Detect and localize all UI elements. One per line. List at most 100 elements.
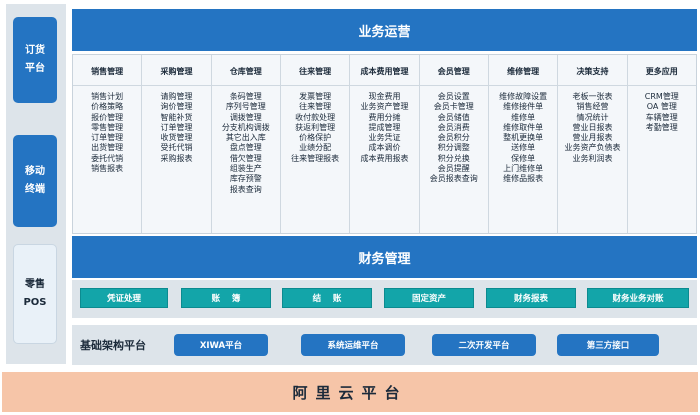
module-item[interactable]: 营业月报表 [572, 133, 613, 143]
module-item[interactable]: 请购管理 [160, 92, 193, 101]
module-item[interactable]: 送修单 [511, 143, 536, 153]
module-item[interactable]: 维修取件单 [503, 122, 544, 132]
infra-button-xiwa[interactable]: XIWA平台 [174, 334, 268, 356]
module-item[interactable]: OA 管理 [646, 102, 677, 112]
module-item[interactable]: 价格策略 [91, 102, 124, 112]
infra-button-dev-label: 二次开发平台 [458, 341, 510, 351]
module-item[interactable]: 成本费用报表 [360, 153, 409, 163]
infra-button-ops[interactable]: 系统运维平台 [301, 334, 405, 356]
tile-ordering-platform[interactable]: 订货 平台 [13, 17, 57, 103]
finance-button-fixed-assets-label: 固定资产 [411, 294, 446, 304]
module-item[interactable]: 费用分摊 [368, 112, 401, 122]
module-item[interactable]: 发票管理 [299, 92, 332, 101]
module-item[interactable]: 会员卡管理 [433, 102, 474, 112]
module-item[interactable]: 其它出入库 [225, 133, 266, 143]
cloud-platform-bar: 阿里云平台 [2, 372, 698, 412]
module-item[interactable]: 收货管理 [160, 133, 193, 143]
module-item[interactable]: 成本调价 [368, 143, 401, 153]
finance-button-reports[interactable]: 财务报表 [486, 288, 576, 308]
module-item[interactable]: 考勤管理 [645, 122, 678, 132]
module-title: 会员管理 [419, 55, 488, 86]
tile-retail-pos[interactable]: 零售 POS [13, 244, 57, 344]
module-item[interactable]: 老板一张表 [572, 92, 613, 101]
module-item[interactable]: 询价管理 [160, 102, 193, 112]
module-item[interactable]: 业务资产管理 [360, 102, 409, 112]
module-item[interactable]: 维修接件单 [503, 102, 544, 112]
module-item[interactable]: 销售经营 [576, 102, 609, 112]
module-item[interactable]: 保修单 [511, 153, 536, 163]
module-item[interactable]: 报价管理 [91, 112, 124, 122]
module-item[interactable]: 会员消费 [437, 122, 470, 132]
tile-mobile-terminal[interactable]: 移动 终端 [13, 135, 57, 227]
module-item[interactable]: 库存预警 [229, 174, 262, 184]
module-item[interactable]: 会员积分 [437, 133, 470, 143]
module-item[interactable]: 业务利润表 [572, 153, 613, 163]
module-item[interactable]: 分支机构调拨 [221, 122, 270, 132]
finance-header: 财务管理 [72, 236, 697, 278]
finance-button-fixed-assets[interactable]: 固定资产 [384, 288, 474, 308]
finance-button-voucher-label: 凭证处理 [106, 294, 141, 304]
finance-row: 凭证处理 账 簿 结 账 固定资产 财务报表 财务业务对账 [72, 280, 697, 318]
infra-button-dev[interactable]: 二次开发平台 [432, 334, 536, 356]
module-item[interactable]: 会员储值 [437, 112, 470, 122]
module-item[interactable]: 业绩分配 [299, 143, 332, 153]
module-item[interactable]: 价格保护 [299, 133, 332, 143]
module-item[interactable]: 积分兑换 [437, 153, 470, 163]
module-item[interactable]: 营业日报表 [572, 122, 613, 132]
module-item[interactable]: 情况统计 [576, 112, 609, 122]
module-item[interactable]: 维修故障设置 [499, 92, 548, 101]
tile-retail-pos-label: 零售 POS [23, 279, 47, 308]
module-warehouse: 仓库管理条码管理序列号管理调拨管理分支机构调拨其它出入库盘点管理借欠管理组装生产… [211, 55, 281, 233]
module-item[interactable]: 会员报表查询 [429, 174, 478, 184]
module-item[interactable]: CRM管理 [644, 92, 679, 101]
module-item[interactable]: 销售计划 [91, 92, 124, 101]
module-item[interactable]: 组装生产 [229, 164, 262, 174]
module-item[interactable]: 智能补货 [160, 112, 193, 122]
module-item[interactable]: 车辆管理 [645, 112, 678, 122]
module-item[interactable]: 调拨管理 [229, 112, 262, 122]
module-item[interactable]: 积分调整 [437, 143, 470, 153]
module-item[interactable]: 采购报表 [160, 153, 193, 163]
module-item[interactable]: 订单管理 [160, 122, 193, 132]
finance-title: 财务管理 [358, 251, 411, 267]
finance-button-voucher[interactable]: 凭证处理 [80, 288, 168, 308]
module-item[interactable]: 收付款处理 [295, 112, 336, 122]
module-item[interactable]: 订单管理 [91, 133, 124, 143]
module-item[interactable]: 维修品报表 [503, 174, 544, 184]
module-title: 仓库管理 [211, 55, 280, 86]
module-item[interactable]: 会员提醒 [437, 164, 470, 174]
cloud-platform-label: 阿里云平台 [292, 383, 408, 402]
module-item[interactable]: 销售报表 [91, 164, 124, 174]
module-title: 成本费用管理 [350, 55, 419, 86]
module-item[interactable]: 条码管理 [229, 92, 262, 101]
module-item[interactable]: 维修单 [511, 112, 536, 122]
module-item[interactable]: 会员设置 [437, 92, 470, 101]
module-item[interactable]: 往来管理报表 [291, 153, 340, 163]
module-item[interactable]: 序列号管理 [225, 102, 266, 112]
finance-button-ledger[interactable]: 账 簿 [181, 288, 271, 308]
module-item[interactable]: 往来管理 [299, 102, 332, 112]
finance-button-reconciliation[interactable]: 财务业务对账 [587, 288, 689, 308]
module-item[interactable]: 借欠管理 [229, 153, 262, 163]
infrastructure-label: 基础架构平台 [80, 339, 146, 352]
module-item[interactable]: 出货管理 [91, 143, 124, 153]
module-item[interactable]: 零售管理 [91, 122, 124, 132]
finance-button-closing[interactable]: 结 账 [282, 288, 372, 308]
module-item[interactable]: 业务资产负债表 [564, 143, 621, 153]
finance-button-reconciliation-label: 财务业务对账 [612, 294, 664, 304]
finance-button-closing-label: 结 账 [312, 294, 342, 304]
module-item[interactable]: 整机更换单 [503, 133, 544, 143]
module-item[interactable]: 盘点管理 [229, 143, 262, 153]
module-repair: 维修管理维修故障设置维修接件单维修单维修取件单整机更换单送修单保修单上门维修单维… [488, 55, 559, 233]
module-item[interactable]: 委托代销 [91, 153, 124, 163]
module-item[interactable]: 获返利管理 [295, 122, 336, 132]
module-item[interactable]: 报表查询 [229, 184, 262, 194]
module-item[interactable]: 提成管理 [368, 122, 401, 132]
module-item[interactable]: 上门维修单 [503, 164, 544, 174]
module-item[interactable]: 业务凭证 [368, 133, 401, 143]
module-item[interactable]: 受托代销 [160, 143, 193, 153]
module-title: 往来管理 [280, 55, 350, 86]
infra-button-api[interactable]: 第三方接口 [557, 334, 659, 356]
module-item[interactable]: 现金费用 [368, 92, 401, 101]
